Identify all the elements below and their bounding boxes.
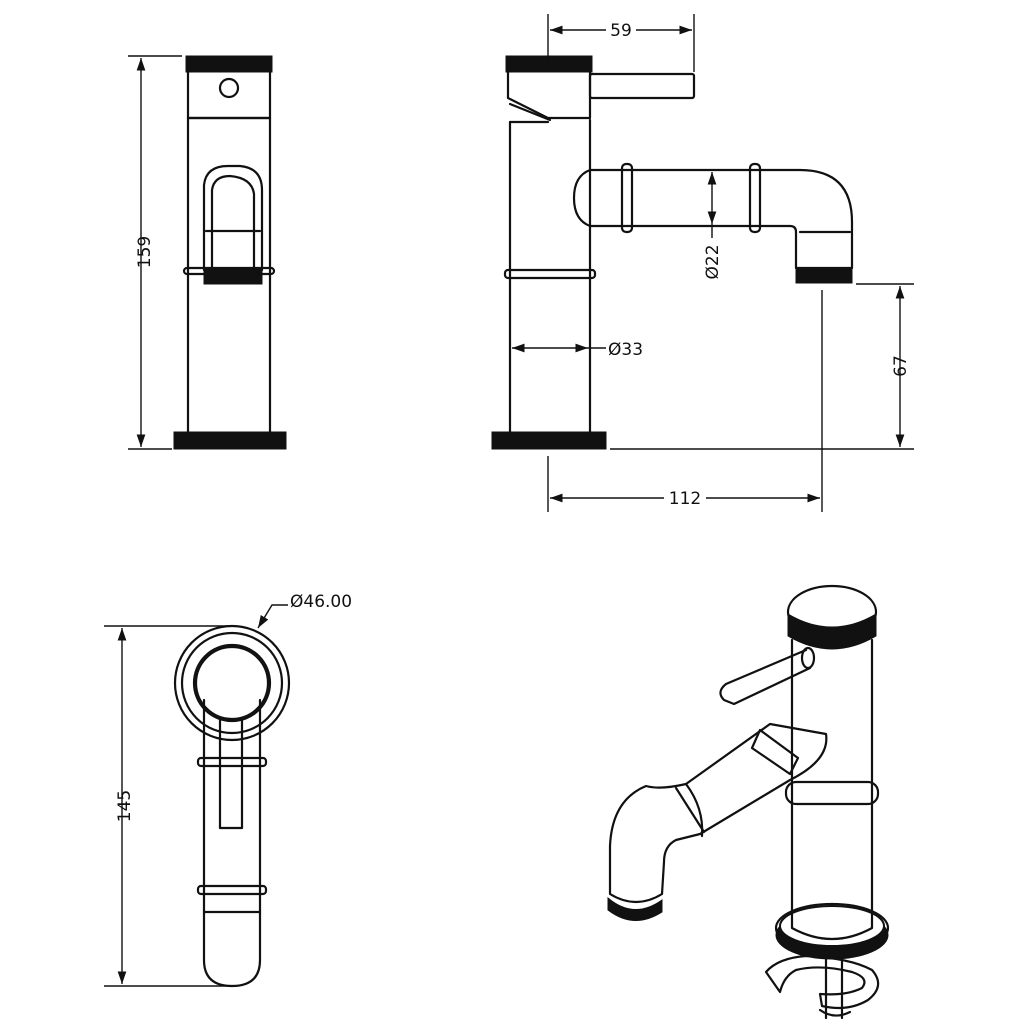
dim-label-d46: Ø46.00 <box>290 592 352 612</box>
top-view <box>173 624 291 988</box>
dim-height-159: 159 <box>128 55 182 450</box>
dim-label-159: 159 <box>135 236 155 268</box>
dim-base-d46: Ø46.00 <box>257 592 352 629</box>
dim-label-59: 59 <box>610 21 632 41</box>
dim-label-145: 145 <box>115 790 135 822</box>
dim-reach-112: 112 <box>547 290 823 512</box>
dim-label-d33: Ø33 <box>608 340 643 360</box>
dim-body-d33: Ø33 <box>512 340 643 360</box>
side-view <box>491 55 854 450</box>
dim-label-112: 112 <box>669 489 701 509</box>
dim-spout-height-67: 67 <box>610 283 914 450</box>
dim-length-145: 145 <box>104 625 230 987</box>
dim-spout-d22: Ø22 <box>703 172 723 280</box>
dim-label-67: 67 <box>891 355 911 377</box>
dim-lever-59: 59 <box>547 14 695 72</box>
front-view <box>173 55 287 450</box>
dim-label-d22: Ø22 <box>703 244 723 279</box>
isometric-view <box>607 584 890 1020</box>
